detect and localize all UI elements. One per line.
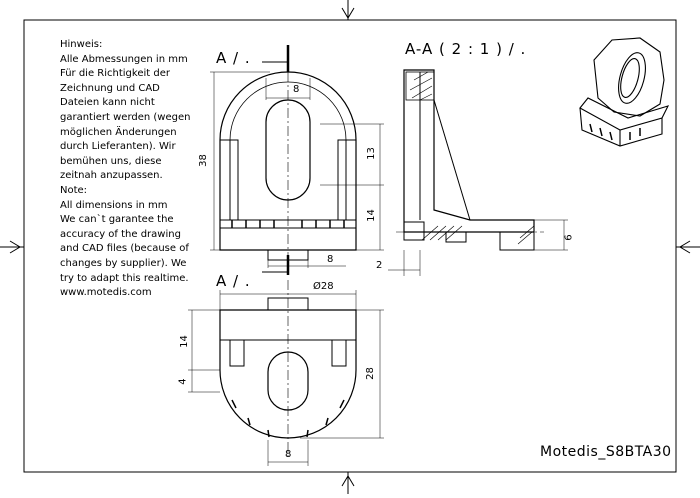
dim-bottom-slot-width: 8	[285, 449, 292, 460]
note-line: möglichen Änderungen	[60, 126, 177, 138]
sheet-border	[23, 19, 677, 473]
isometric-view	[579, 37, 670, 147]
note-line: try to adapt this realtime.	[60, 272, 189, 284]
section-label-bottom: A / .	[216, 272, 251, 290]
dim-bottom-height: 28	[364, 367, 376, 380]
note-line: Dateien kann nicht	[60, 97, 155, 109]
dim-section-height: 6	[563, 234, 575, 241]
note-line: zeitnah anzupassen.	[60, 170, 163, 182]
note-line: Hinweis:	[60, 39, 103, 50]
note-line: Für die Richtigkeit der	[60, 68, 170, 80]
section-label-top: A / .	[216, 49, 251, 67]
note-line: Note:	[60, 184, 88, 196]
note-line: changes by supplier). We	[60, 257, 187, 269]
dim-height-upper: 13	[365, 147, 377, 160]
dim-section-thickness: 2	[376, 260, 383, 271]
part-number: Motedis_S8BTA30	[540, 444, 672, 460]
section-view-label: A-A ( 2 : 1 ) / .	[405, 40, 527, 58]
dim-height-lower: 14	[365, 209, 377, 222]
dim-slot-width: 8	[327, 254, 334, 265]
note-line: bemühen uns, diese	[60, 155, 162, 167]
dim-bottom-left-upper: 14	[178, 335, 190, 348]
section-view	[388, 69, 568, 276]
bottom-view	[188, 280, 384, 466]
note-line: garantiert werden (wegen	[60, 111, 191, 123]
dim-bottom-left-lower: 4	[177, 378, 189, 385]
note-line: www.motedis.com	[60, 287, 152, 299]
top-view	[210, 45, 384, 275]
note-line: durch Lieferanten). Wir	[60, 141, 176, 153]
note-line: Alle Abmessungen in mm	[60, 53, 188, 65]
drawing-notes: Hinweis: Alle Abmessungen in mm Für die …	[60, 38, 210, 301]
note-line: Zeichnung und CAD	[60, 82, 160, 94]
dim-top-width: 8	[293, 84, 300, 95]
note-line: We can`t garantee the	[60, 214, 174, 226]
note-line: All dimensions in mm	[60, 199, 168, 211]
dim-diameter: Ø28	[313, 281, 334, 292]
note-line: and CAD files (because of	[60, 243, 189, 255]
note-line: accuracy of the drawing	[60, 228, 181, 240]
